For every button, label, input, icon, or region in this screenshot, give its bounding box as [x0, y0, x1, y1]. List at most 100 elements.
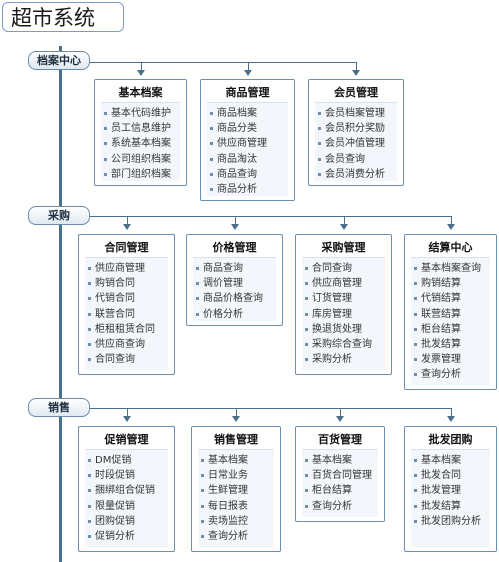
module-item[interactable]: 批发结算	[411, 337, 490, 352]
module-item-list: 基本档案百货合同管理柜台结算查询分析	[302, 449, 378, 517]
module-box: 百货管理基本档案百货合同管理柜台结算查询分析	[295, 426, 385, 522]
arrow-down-icon	[123, 224, 131, 230]
module-item[interactable]: 系统基本档案	[101, 136, 180, 151]
module-item-list: 基本档案日常业务生鲜管理每日报表卖场监控查询分析	[198, 449, 274, 547]
arrow-down-icon	[336, 416, 344, 422]
module-item[interactable]: 商品查询	[207, 167, 288, 182]
module-item[interactable]: 商品档案	[207, 106, 288, 121]
module-item[interactable]: 发票管理	[411, 352, 490, 367]
module-item[interactable]: 基本档案	[411, 453, 490, 468]
module-item[interactable]: 批发结算	[411, 499, 490, 514]
module-box: 促销管理 DM促销时段促销捆绑组合促销限量促销团购促销促销分析	[78, 426, 175, 552]
module-item[interactable]: 会员冲值管理	[315, 136, 397, 151]
module-item[interactable]: 合同查询	[85, 352, 168, 367]
module-item[interactable]: 每日报表	[198, 499, 274, 514]
module-box: 销售管理基本档案日常业务生鲜管理每日报表卖场监控查询分析	[191, 426, 281, 552]
module-item-list: DM促销时段促销捆绑组合促销限量促销团购促销促销分析	[85, 449, 168, 547]
module-item[interactable]: 商品查询	[193, 261, 276, 276]
module-item[interactable]: 部门组织档案	[101, 167, 180, 182]
module-box: 批发团购基本档案批发合同批发管理批发结算批发团购分析	[404, 426, 497, 552]
module-item[interactable]: 会员档案管理	[315, 106, 397, 121]
module-item[interactable]: 采购综合查询	[302, 337, 385, 352]
module-item[interactable]: 购销合同	[85, 276, 168, 291]
module-title: 基本档案	[118, 86, 163, 99]
module-item[interactable]: 会员积分奖励	[315, 121, 397, 136]
box-connector-line	[235, 216, 236, 224]
box-connector-line	[340, 408, 341, 416]
module-item[interactable]: 基本档案查询	[411, 261, 490, 276]
module-item[interactable]: 促销分析	[85, 529, 168, 544]
module-item[interactable]: 商品价格查询	[193, 291, 276, 306]
section-label: 采购	[28, 206, 90, 225]
arrow-down-icon	[231, 224, 239, 230]
arrow-down-icon	[447, 224, 455, 230]
box-connector-line	[451, 408, 452, 416]
module-item-list: 基本档案查询购销结算代销结算联营结算柜台结算批发结算发票管理查询分析	[411, 257, 490, 385]
module-item[interactable]: 查询分析	[411, 367, 490, 382]
module-title: 会员管理	[334, 86, 378, 99]
module-box: 结算中心基本档案查询购销结算代销结算联营结算柜台结算批发结算发票管理查询分析	[404, 234, 497, 390]
module-item-list: 基本档案批发合同批发管理批发结算批发团购分析	[411, 449, 490, 547]
module-title: 批发团购	[428, 433, 473, 446]
module-item[interactable]: 柜租租赁合同	[85, 322, 168, 337]
module-item[interactable]: 代销合同	[85, 291, 168, 306]
module-item[interactable]: 调价管理	[193, 276, 276, 291]
module-item[interactable]: 代销结算	[411, 291, 490, 306]
module-item[interactable]: 卖场监控	[198, 514, 274, 529]
module-item[interactable]: 捆绑组合促销	[85, 483, 168, 498]
module-item[interactable]: 供应商查询	[85, 337, 168, 352]
module-item[interactable]: 生鲜管理	[198, 483, 274, 498]
module-item[interactable]: 基本代码维护	[101, 106, 180, 121]
module-item[interactable]: 基本档案	[302, 453, 378, 468]
module-item[interactable]: 柜台结算	[302, 483, 378, 498]
module-item[interactable]: 会员消费分析	[315, 167, 397, 182]
module-item[interactable]: 供应商管理	[302, 276, 385, 291]
module-title: 采购管理	[321, 241, 366, 254]
module-item[interactable]: DM促销	[85, 453, 168, 468]
module-item[interactable]: 商品分类	[207, 121, 288, 136]
module-item[interactable]: 商品淘汰	[207, 152, 288, 167]
module-item[interactable]: 日常业务	[198, 468, 274, 483]
module-item[interactable]: 限量促销	[85, 499, 168, 514]
module-item[interactable]: 库房管理	[302, 307, 385, 322]
arrow-down-icon	[123, 416, 131, 422]
module-item[interactable]: 合同查询	[302, 261, 385, 276]
module-item[interactable]: 查询分析	[302, 499, 378, 514]
module-item[interactable]: 员工信息维护	[101, 121, 180, 136]
module-item[interactable]: 会员查询	[315, 152, 397, 167]
module-item[interactable]: 查询分析	[198, 529, 274, 544]
box-connector-line	[127, 408, 128, 416]
module-item[interactable]: 时段促销	[85, 468, 168, 483]
module-title: 商品管理	[225, 86, 270, 99]
module-box: 商品管理商品档案商品分类供应商管理商品淘汰商品查询商品分析	[200, 79, 295, 201]
module-item[interactable]: 团购促销	[85, 514, 168, 529]
module-item[interactable]: 采购分析	[302, 352, 385, 367]
module-item[interactable]: 批发团购分析	[411, 514, 490, 529]
module-item-list: 基本代码维护员工信息维护系统基本档案公司组织档案部门组织档案	[101, 102, 180, 181]
module-title: 促销管理	[104, 433, 149, 446]
module-item-list: 供应商管理购销合同代销合同联营合同柜租租赁合同供应商查询合同查询	[85, 257, 168, 370]
arrow-down-icon	[137, 70, 145, 76]
module-title: 价格管理	[212, 241, 257, 254]
module-title: 结算中心	[428, 241, 473, 254]
module-item[interactable]: 百货合同管理	[302, 468, 378, 483]
module-item[interactable]: 联营合同	[85, 307, 168, 322]
box-connector-line	[356, 62, 357, 70]
module-item[interactable]: 订货管理	[302, 291, 385, 306]
module-item[interactable]: 价格分析	[193, 307, 276, 322]
arrow-down-icon	[340, 224, 348, 230]
module-item[interactable]: 批发合同	[411, 468, 490, 483]
module-item[interactable]: 基本档案	[198, 453, 274, 468]
module-item[interactable]: 供应商管理	[207, 136, 288, 151]
module-item[interactable]: 批发管理	[411, 483, 490, 498]
module-item[interactable]: 购销结算	[411, 276, 490, 291]
module-item[interactable]: 供应商管理	[85, 261, 168, 276]
module-item[interactable]: 柜台结算	[411, 322, 490, 337]
module-item[interactable]: 换退货处理	[302, 322, 385, 337]
arrow-down-icon	[232, 416, 240, 422]
section-connector-line	[88, 62, 356, 63]
module-item[interactable]: 公司组织档案	[101, 152, 180, 167]
module-item[interactable]: 商品分析	[207, 182, 288, 197]
section-connector-line	[88, 408, 451, 409]
module-item[interactable]: 联营结算	[411, 307, 490, 322]
